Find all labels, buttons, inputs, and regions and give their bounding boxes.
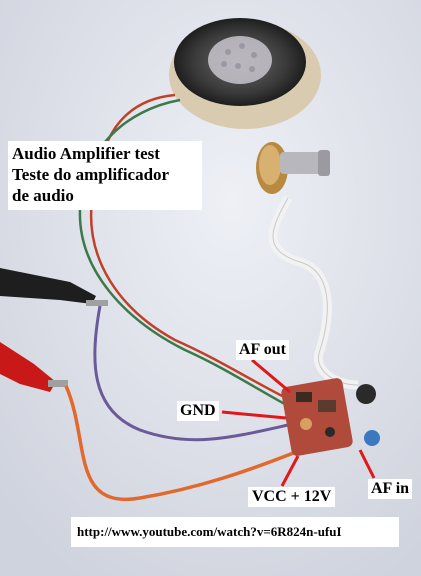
amplifier-board <box>281 378 380 456</box>
wire-purple <box>93 305 289 442</box>
vcc-label: VCC + 12V <box>248 487 336 507</box>
af-out-label: AF out <box>236 340 289 360</box>
wire-green-speaker <box>78 98 293 410</box>
alligator-clip-red <box>0 342 68 392</box>
callout-pointers <box>221 358 376 487</box>
title-line-3: de audio <box>12 186 74 205</box>
speaker <box>169 18 321 129</box>
alligator-clip-black <box>0 268 108 306</box>
title-label: Audio Amplifier test Teste do amplificad… <box>8 141 202 210</box>
title-line-2: Teste do amplificador <box>12 165 170 184</box>
wire-orange <box>64 385 297 502</box>
title-line-1: Audio Amplifier test <box>12 144 160 163</box>
wire-red-speaker <box>89 93 291 402</box>
af-in-label: AF in <box>368 479 413 499</box>
gnd-label: GND <box>177 401 219 421</box>
potentiometer <box>256 142 330 194</box>
youtube-url-label: http://www.youtube.com/watch?v=6R824n-uf… <box>71 517 399 547</box>
